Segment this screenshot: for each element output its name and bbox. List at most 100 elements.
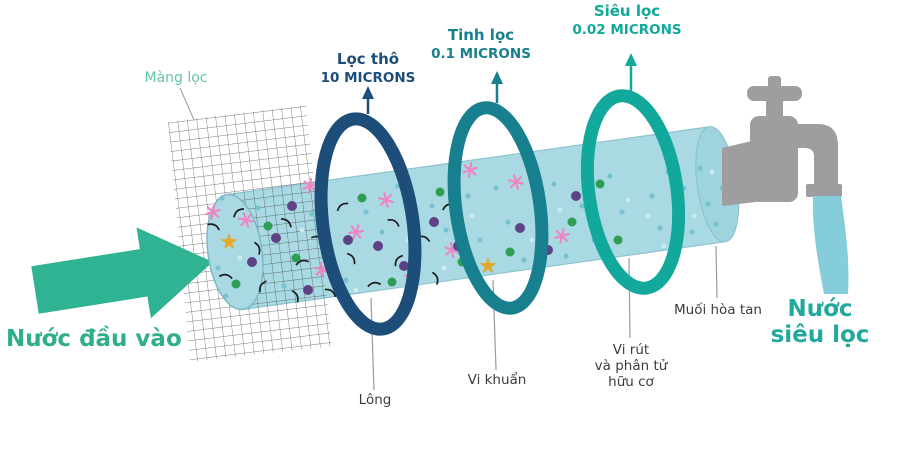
fine-filter-size: 0.1 MICRONS (431, 46, 531, 62)
particle-salt-icon (379, 229, 385, 235)
particle-organic-icon (291, 253, 301, 263)
particle-organic-icon (263, 221, 273, 231)
particle-organic-icon (387, 277, 397, 287)
coarse-filter-size: 10 MICRONS (321, 70, 416, 86)
particle-salt-icon (219, 195, 225, 201)
fine-filter-name: Tinh lọc (448, 26, 514, 44)
particle-salt-icon (557, 207, 563, 213)
particle-salt-icon (353, 287, 359, 293)
faucet-connector (722, 140, 756, 206)
particle-salt-icon (551, 181, 557, 187)
particle-salt-icon (493, 185, 499, 191)
particle-bacteria-icon (220, 233, 238, 250)
bacteria-label: Vi khuẩn (468, 371, 527, 388)
particle-salt-icon (477, 237, 483, 243)
input-water-arrow (31, 227, 213, 319)
faucet-handle-knob (768, 76, 781, 88)
particle-salt-icon (697, 165, 703, 171)
faucet-nozzle (806, 184, 842, 197)
particle-salt-icon (443, 227, 449, 233)
particle-virus-icon (373, 241, 383, 251)
particle-virus-icon (515, 223, 525, 233)
particle-virus-icon (571, 191, 581, 201)
particle-salt-icon (705, 201, 711, 207)
particle-microbe-icon (508, 174, 524, 190)
output-water-label-line2: siêu lọc (771, 322, 870, 348)
salt-leader-line (715, 245, 718, 299)
particle-hair-icon (431, 271, 439, 285)
particle-salt-icon (281, 283, 287, 289)
particle-hair-icon (387, 218, 400, 227)
particle-hair-icon (253, 241, 261, 255)
particle-salt-icon (309, 211, 315, 217)
particle-organic-icon (595, 179, 605, 189)
particle-virus-icon (399, 261, 409, 271)
particle-microbe-icon (302, 177, 318, 195)
ultra-filter-pointer-arrow (625, 53, 637, 91)
ultra-filter-ring (580, 89, 686, 295)
particle-salt-icon (215, 265, 221, 271)
particle-salt-icon (237, 255, 243, 261)
particle-salt-icon (607, 173, 613, 179)
faucet-icon (722, 76, 842, 206)
fine-filter-pointer-arrow (491, 71, 503, 103)
hair-leader-line (370, 297, 375, 391)
salt-label: Muối hòa tan (674, 301, 762, 318)
faucet-handle-stem (766, 98, 783, 122)
particle-organic-icon (357, 193, 367, 203)
membrane-leader-line (179, 87, 195, 121)
particle-salt-icon (657, 225, 663, 231)
particle-virus-icon (271, 233, 281, 243)
cylinder-left-cap (206, 193, 264, 311)
particle-virus-icon (247, 257, 257, 267)
particle-salt-icon (255, 205, 261, 211)
particle-microbe-icon (378, 192, 394, 208)
faucet-body (750, 116, 798, 202)
particle-hair-icon (367, 281, 382, 288)
particle-salt-icon (645, 213, 651, 219)
particle-microbe-icon (554, 228, 570, 244)
particle-salt-icon (579, 203, 585, 209)
particle-salt-icon (343, 277, 349, 283)
particle-salt-icon (619, 209, 625, 215)
hair-label: Lông (359, 392, 392, 408)
ultra-filter-size: 0.02 MICRONS (572, 22, 681, 38)
virus-leader-line (628, 257, 631, 339)
particle-microbe-icon (205, 204, 221, 220)
particle-hair-icon (346, 252, 356, 265)
particle-organic-icon (505, 247, 515, 257)
membrane-label: Màng lọc (144, 70, 207, 86)
particle-salt-icon (429, 203, 435, 209)
particle-salt-icon (521, 257, 527, 263)
virus-label-line2: và phân tử (595, 358, 669, 374)
particle-bacteria-icon (479, 257, 497, 274)
particle-salt-icon (529, 237, 535, 243)
output-water-label-line1: Nước (787, 296, 852, 322)
particle-virus-icon (287, 201, 297, 211)
particle-organic-icon (231, 279, 241, 289)
particle-hair-icon (295, 259, 310, 266)
particle-salt-icon (223, 293, 229, 299)
particle-salt-icon (691, 213, 697, 219)
particle-salt-icon (661, 243, 667, 249)
particle-hair-icon (258, 280, 267, 293)
particle-virus-icon (303, 285, 313, 295)
faucet-spout (794, 124, 838, 188)
particle-microbe-icon (238, 212, 254, 228)
particle-virus-icon (429, 217, 439, 227)
particle-salt-icon (709, 169, 715, 175)
water-stream (812, 196, 849, 294)
particle-hair-icon (281, 218, 292, 228)
particle-salt-icon (299, 227, 305, 233)
particle-hair-icon (218, 273, 233, 280)
particle-microbe-icon (347, 224, 365, 240)
particle-salt-icon (649, 193, 655, 199)
virus-label-line3: hữu cơ (608, 374, 654, 390)
faucet-handle-bar (747, 86, 802, 101)
particle-hair-icon (291, 289, 299, 303)
coarse-filter-ring (314, 112, 422, 336)
particle-organic-icon (435, 187, 445, 197)
coarse-filter-pointer-arrow (362, 86, 374, 114)
ultra-filter-name: Siêu lọc (594, 2, 660, 20)
